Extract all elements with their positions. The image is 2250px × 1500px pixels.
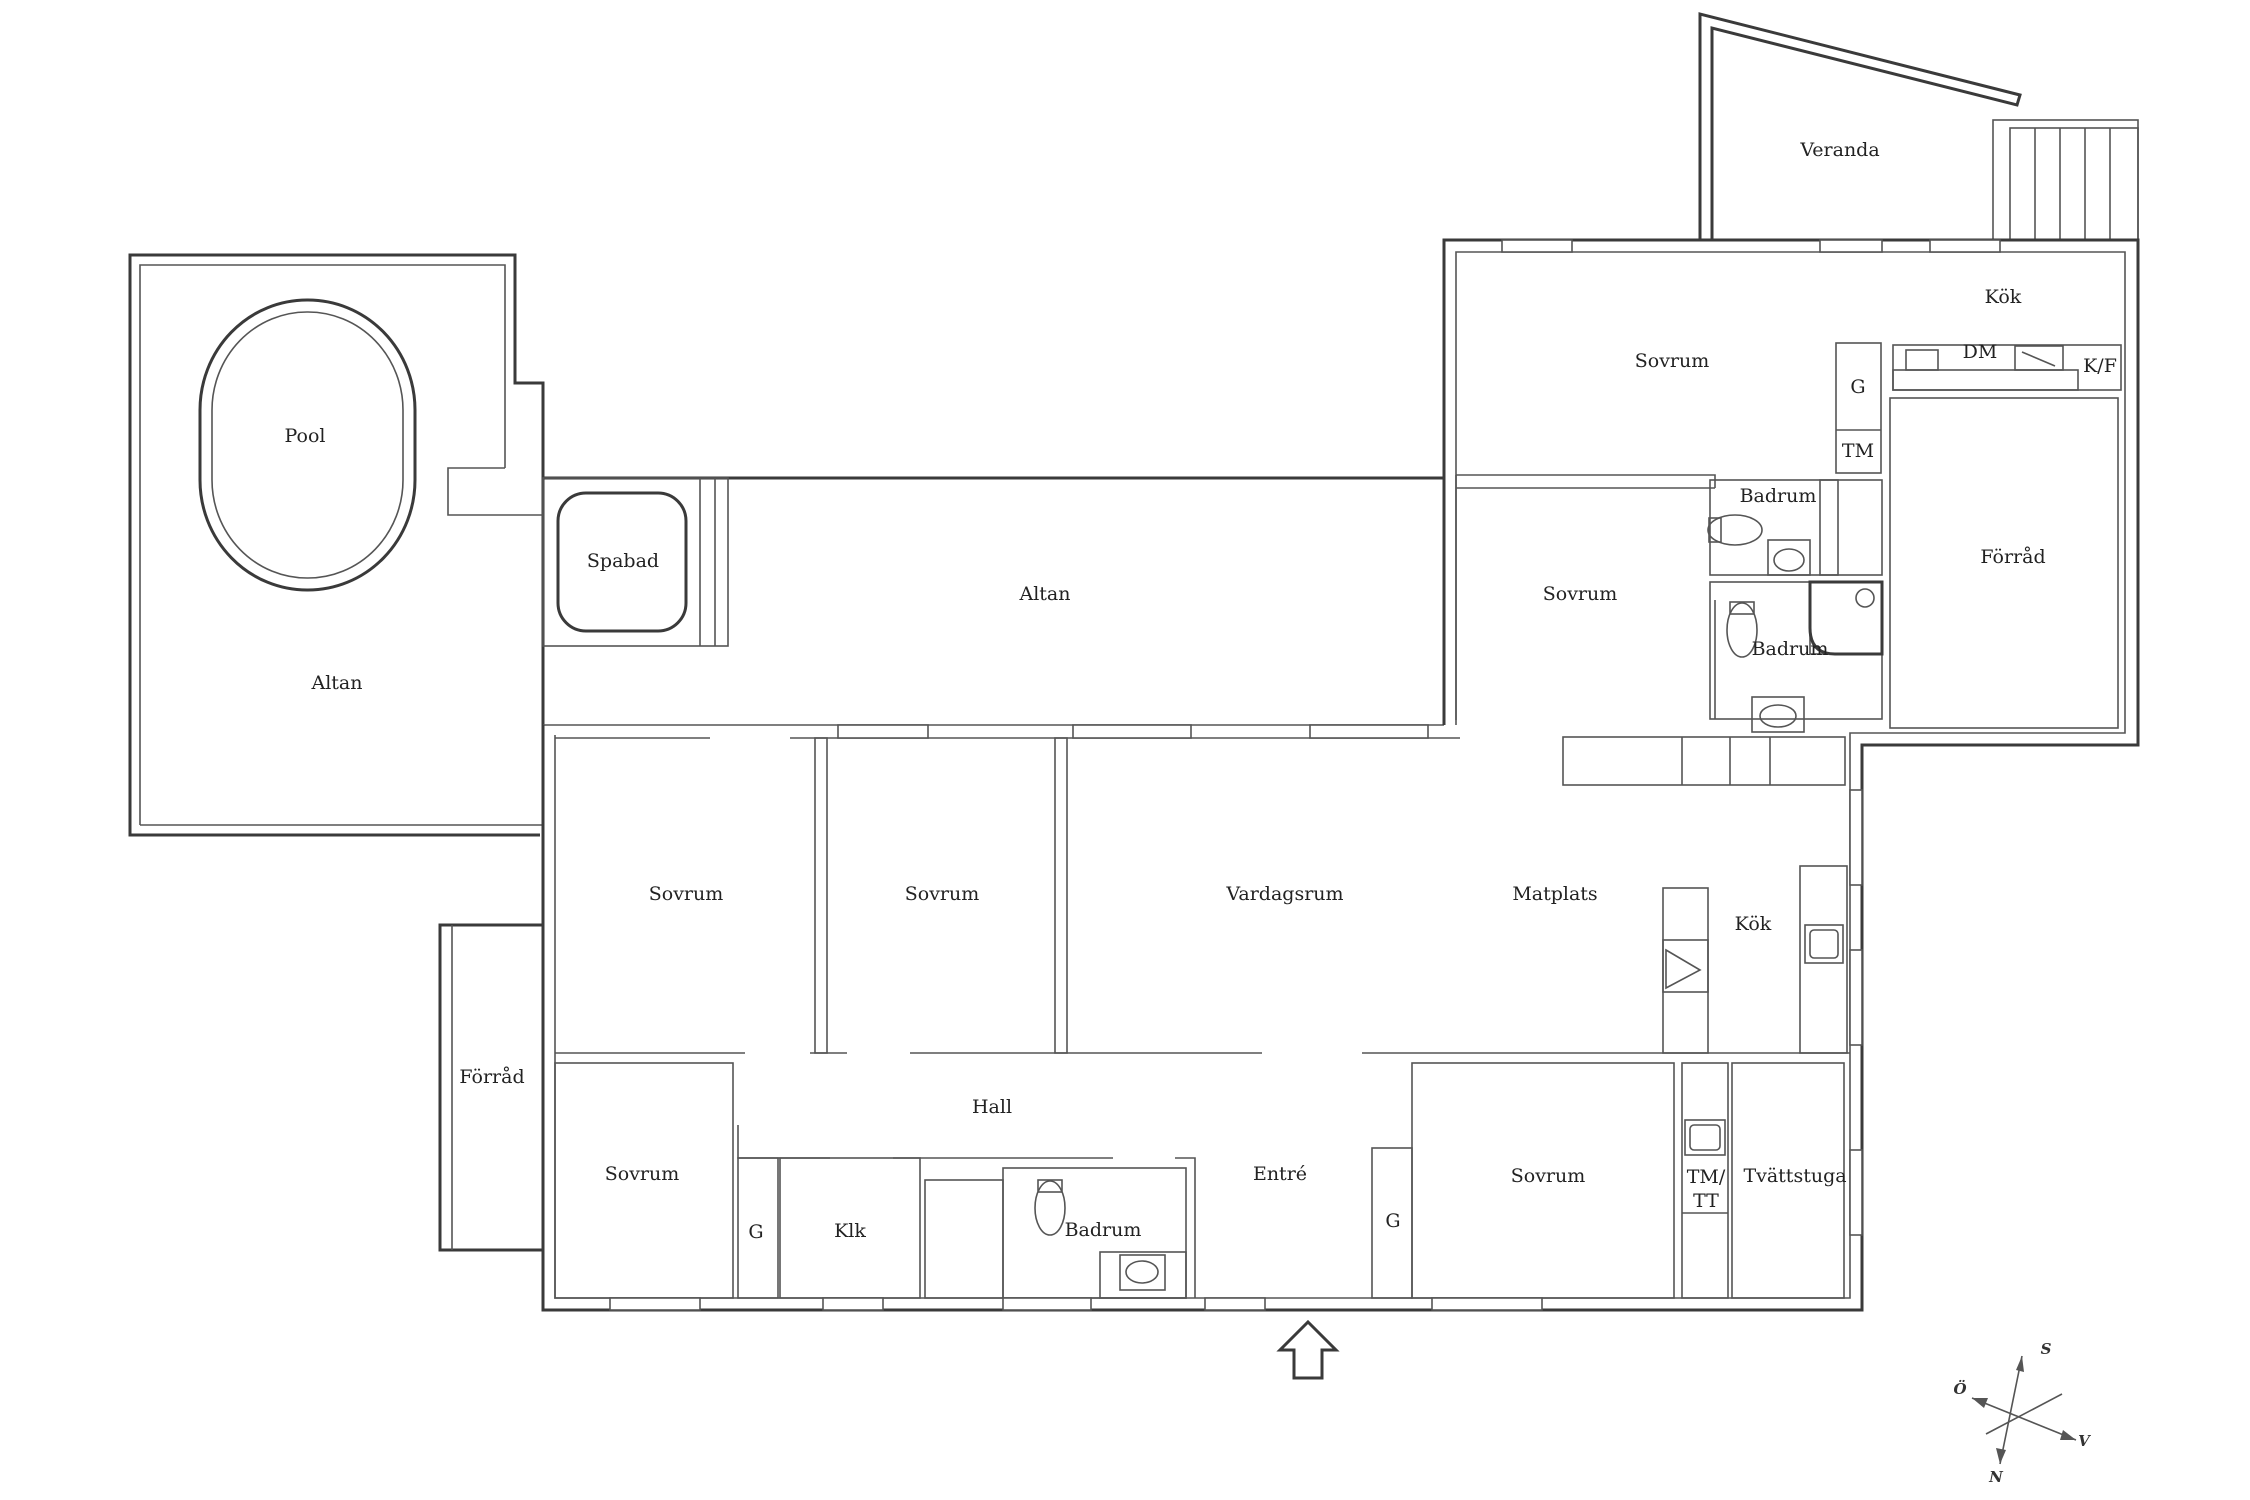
compass-label-n: N (1988, 1468, 2004, 1486)
toilet-icon (1726, 601, 1758, 658)
room-label-g-upper: G (1850, 376, 1865, 398)
compass-rose-icon (1971, 1355, 2077, 1465)
shower-icon (1855, 588, 1875, 608)
room-label-forrad-west: Förråd (459, 1066, 524, 1088)
toilet-icon (1034, 1179, 1066, 1236)
room-label-sovrum-upper: Sovrum (1635, 350, 1710, 372)
room-label-matplats: Matplats (1512, 883, 1597, 905)
room-label-sovrum-3: Sovrum (605, 1163, 680, 1185)
room-label-tm-tt-line2: TT (1693, 1190, 1719, 1212)
compass-label-o: Ö (1953, 1379, 1966, 1398)
compass-label-v: V (2078, 1432, 2091, 1450)
room-label-spabad: Spabad (587, 550, 659, 572)
room-label-kok-lower: Kök (1735, 913, 1772, 935)
room-label-tm-tt-line1: TM/ (1687, 1166, 1726, 1188)
room-label-vardagsrum: Vardagsrum (1225, 883, 1343, 905)
room-label-altan-middle: Altan (1019, 583, 1071, 605)
sink-icon (1684, 1119, 1726, 1156)
toilet-icon (1707, 514, 1763, 546)
room-label-g-lower-right: G (1385, 1210, 1400, 1232)
spa-tub (556, 491, 688, 633)
stove-icon (2014, 345, 2064, 371)
room-label-sovrum-mid-east: Sovrum (1543, 583, 1618, 605)
room-label-hall: Hall (972, 1096, 1012, 1118)
veranda (1698, 12, 2139, 241)
sink-icon (1804, 924, 1844, 964)
room-label-g-lower-left: G (748, 1221, 763, 1243)
sink-icon (1119, 1254, 1166, 1291)
west-terrace (128, 253, 545, 837)
room-label-entre: Entré (1253, 1163, 1307, 1185)
room-label-pool: Pool (285, 425, 326, 447)
room-label-kf: K/F (2083, 355, 2117, 377)
room-label-tvattstuga: Tvättstuga (1743, 1165, 1846, 1187)
room-label-sovrum-2: Sovrum (905, 883, 980, 905)
room-label-sovrum-4: Sovrum (1511, 1165, 1586, 1187)
windows (609, 239, 2001, 1311)
room-label-veranda: Veranda (1799, 139, 1879, 161)
room-label-badrum-lower: Badrum (1065, 1219, 1142, 1241)
main-house-walls (554, 737, 1850, 1299)
sink-icon (1905, 349, 1939, 371)
north-east-wing (541, 238, 2140, 1312)
room-label-kok-upper: Kök (1985, 286, 2022, 308)
sink-icon (1767, 539, 1811, 576)
room-label-badrum-upper-b: Badrum (1752, 638, 1829, 660)
entrance-arrow-icon (1276, 1319, 1340, 1380)
forrad-west (438, 923, 543, 1252)
room-label-forrad-east: Förråd (1980, 546, 2045, 568)
room-label-badrum-upper-a: Badrum (1740, 485, 1817, 507)
sink-icon (1751, 696, 1805, 733)
room-label-klk: Klk (834, 1220, 866, 1242)
pool (198, 298, 417, 592)
room-label-altan-west: Altan (311, 672, 363, 694)
middle-terrace (542, 476, 1444, 726)
room-label-dm: DM (1963, 341, 1998, 363)
room-label-tm-upper: TM (1842, 440, 1874, 462)
room-label-sovrum-1: Sovrum (649, 883, 724, 905)
compass-label-s: S (2041, 1340, 2052, 1358)
